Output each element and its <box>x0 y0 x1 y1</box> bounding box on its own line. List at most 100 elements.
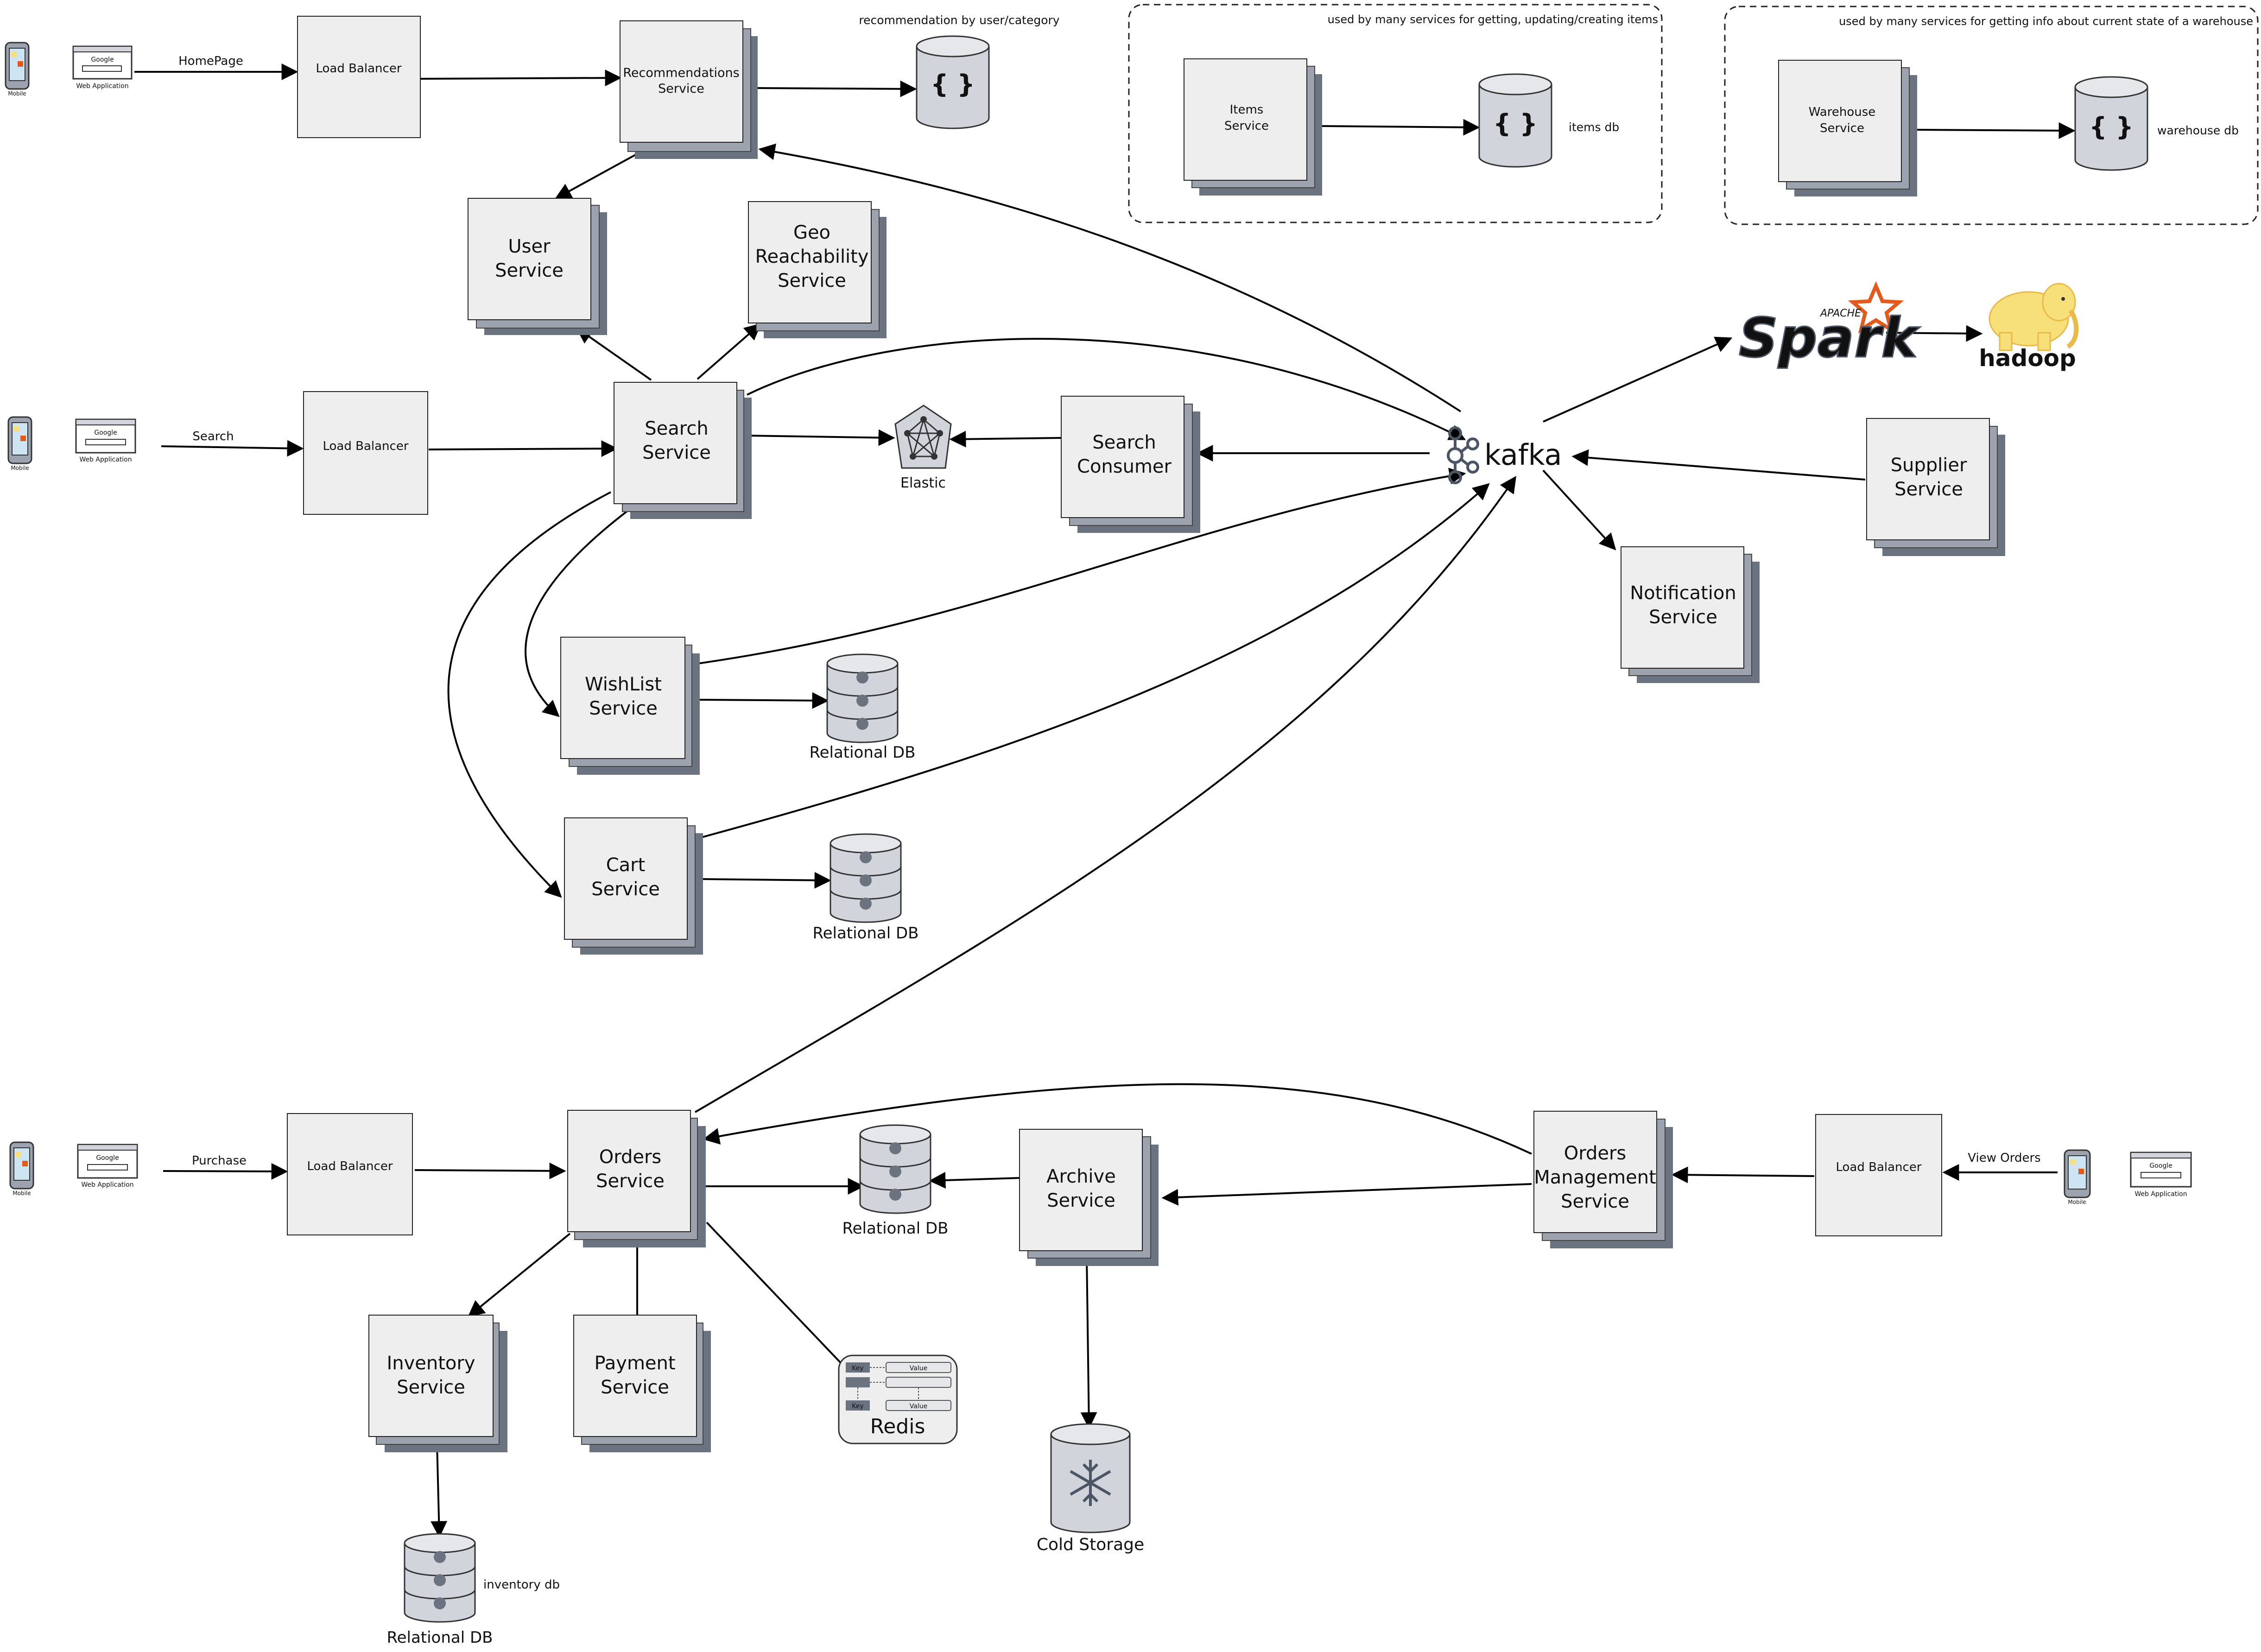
service-label-line: Notification <box>1630 582 1736 604</box>
edge-orders-mgmt-to-archive <box>1161 1183 1532 1206</box>
recommendations-doc-db: { } <box>916 35 990 129</box>
edge-search-consumer-to-elastic <box>949 430 1062 448</box>
load-balancer-purchase: Load Balancer <box>287 1113 413 1235</box>
service-label-line: Search <box>1092 432 1156 453</box>
load-balancer-label: Load Balancer <box>307 1159 393 1173</box>
service-label-line: Items <box>1230 103 1264 117</box>
edge-archive-to-db <box>929 1171 1020 1189</box>
connectors <box>134 63 2076 1538</box>
service-label-line: Service <box>778 270 846 291</box>
edge-supplier-to-kafka <box>1571 449 1866 481</box>
warehouse-group-note: used by many services for getting info a… <box>1839 15 2253 28</box>
edge-items-to-db <box>1320 119 1480 136</box>
web-label: Web Application <box>76 82 128 90</box>
doc-db-icon: { } <box>931 70 975 99</box>
browser-logo: Google <box>96 1154 119 1162</box>
service-label-line: Search <box>645 418 708 439</box>
edge-orders-to-kafka <box>694 476 1517 1113</box>
hadoop-logo: hadoop <box>1979 283 2079 372</box>
items-group-note: used by many services for getting, updat… <box>1328 13 1658 26</box>
service-label-line: Archive <box>1046 1166 1116 1187</box>
elephant-icon <box>1989 283 2079 351</box>
service-label-line: Service <box>495 260 564 281</box>
service-label-line: Reachability <box>755 246 868 267</box>
edge-recommendations-to-docdb <box>757 80 917 97</box>
edge-search-to-cart <box>447 491 611 898</box>
kafka-label: kafka <box>1484 438 1562 472</box>
service-label-line: Service <box>1047 1190 1115 1211</box>
elastic-cluster <box>894 405 952 469</box>
edge-view-lb-to-orders-mgmt <box>1671 1166 1815 1184</box>
mobile-client-homepage: Mobile <box>5 42 30 97</box>
redis-value-label: Value <box>910 1403 927 1410</box>
edge-wishlist-to-db <box>697 692 829 709</box>
edge-recommendations-to-user <box>554 153 638 199</box>
spark-apache-label: APACHE <box>1819 308 1861 319</box>
service-label-line: Payment <box>594 1353 675 1374</box>
doc-db-icon: { } <box>1493 109 1538 138</box>
service-label-line: Service <box>601 1377 669 1398</box>
web-client-search: Google Web Application <box>75 418 136 463</box>
redis-cache: Key Value Key Value Redis <box>838 1355 958 1444</box>
edge-orders-to-redis <box>706 1222 843 1366</box>
service-label-line: Service <box>591 879 660 900</box>
edge-archive-to-cold-storage <box>1080 1256 1097 1429</box>
edge-kafka-to-notification <box>1542 469 1616 551</box>
cart-db-label: Relational DB <box>812 924 918 943</box>
service-label-line: Service <box>589 698 658 719</box>
service-label-line: Service <box>1561 1191 1629 1212</box>
load-balancer-search: Load Balancer <box>303 391 428 515</box>
items-doc-db: { } <box>1478 73 1552 168</box>
orders-relational-db <box>859 1124 931 1214</box>
edge-wishlist-to-kafka <box>697 468 1466 665</box>
redis-value-label: Value <box>910 1365 927 1372</box>
wishlist-relational-db <box>826 653 899 743</box>
edge-search-to-kafka <box>747 338 1466 440</box>
service-label-line: Service <box>596 1171 665 1192</box>
web-client-homepage: Google Web Application <box>72 45 133 90</box>
edge-label-view-orders: View Orders <box>1968 1151 2040 1165</box>
edge-search-to-geo <box>697 323 761 380</box>
web-label: Web Application <box>79 456 132 463</box>
browser-logo: Google <box>91 56 114 63</box>
web-label: Web Application <box>81 1181 133 1189</box>
load-balancer-label: Load Balancer <box>323 439 408 453</box>
elastic-label: Elastic <box>900 475 946 491</box>
edge-home-lb-to-recommendations <box>419 70 622 87</box>
recommendation-db-note: recommendation by user/category <box>859 13 1059 27</box>
edge-kafka-to-spark <box>1543 336 1733 423</box>
edge-label-homepage: HomePage <box>178 54 243 68</box>
browser-logo: Google <box>2149 1162 2172 1170</box>
inventory-relational-db <box>404 1533 476 1623</box>
redis-key-label: Key <box>852 1403 863 1410</box>
cart-relational-db <box>830 833 902 923</box>
hadoop-label: hadoop <box>1979 345 2076 372</box>
service-label-line: Service <box>642 442 711 463</box>
spark-label: Spark <box>1739 306 1920 370</box>
mobile-label: Mobile <box>2068 1199 2086 1205</box>
service-label-line: Recommendations <box>623 66 739 80</box>
web-label: Web Application <box>2134 1190 2187 1198</box>
